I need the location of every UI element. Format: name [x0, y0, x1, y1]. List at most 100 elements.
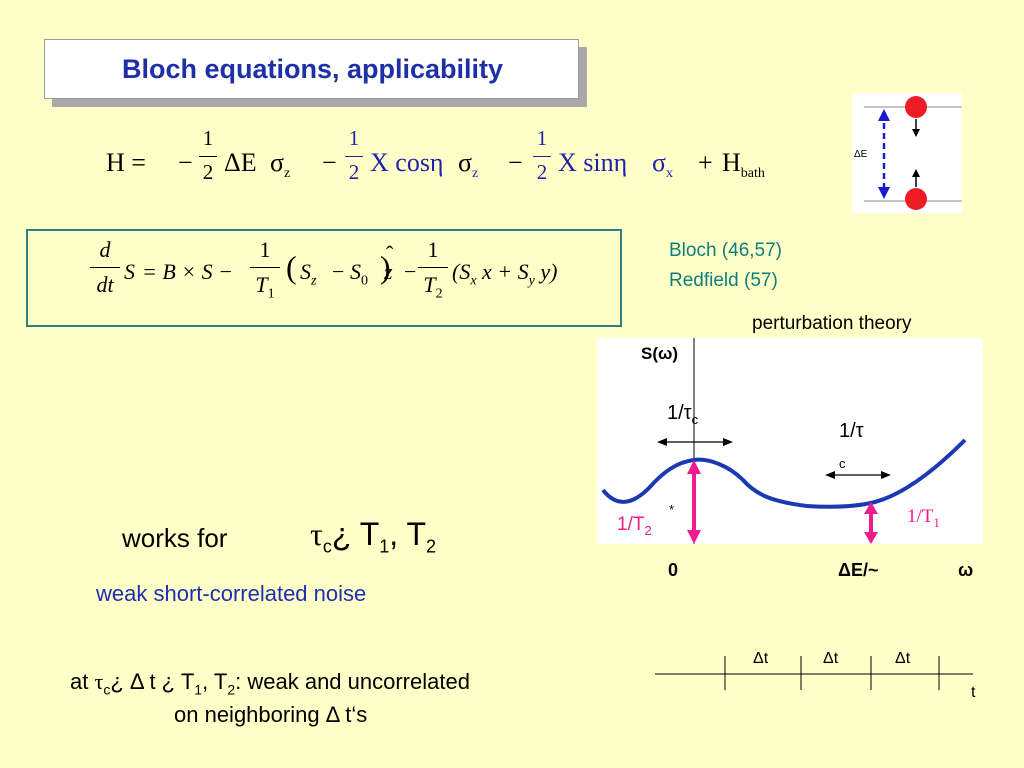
spectrum-curve [601, 438, 967, 509]
trans-start: (S [452, 259, 471, 284]
validity-condition: τc¿ T1, T2 [310, 516, 436, 557]
one-num: 1 [427, 237, 439, 262]
comma-text: , T [389, 516, 427, 552]
t2-symbol: T [423, 272, 436, 297]
eq-zhat: z [384, 259, 393, 284]
eq-text: = B × S − [142, 259, 233, 284]
width-arrow-left-head-icon [657, 438, 667, 446]
noise-description: weak short-correlated noise [96, 581, 367, 606]
d-over-dt: d dt [90, 237, 120, 298]
z-hat-accent: ˆ [386, 241, 394, 266]
width-left-label: 1/τc [667, 402, 698, 427]
levels-svg: ΔE [854, 96, 962, 210]
t2-arrow-down-icon [687, 530, 701, 544]
tau-symbol: τ [94, 669, 104, 694]
ham-delta-e: ΔE [224, 148, 257, 177]
ham-x-cos: X cosη [370, 148, 444, 177]
gap-label: ΔE [854, 149, 868, 160]
dt-label-3: Δt [895, 650, 911, 667]
slide-title: Bloch equations, applicability [121, 54, 504, 84]
hamiltonian-equation: H = − 1 2 ΔE σz − 1 2 X cosη σz − 1 2 X … [100, 126, 800, 206]
sub-1: 1 [379, 536, 390, 557]
t2-star: * [669, 502, 675, 517]
x-axis-omega: ω [958, 560, 974, 580]
one-over-t2: 1 T2 [418, 237, 448, 302]
ham-sigma-z: σz [270, 148, 290, 182]
x-tick-zero: 0 [668, 560, 679, 580]
bottom-line-1: at τc¿ Δ t ¿ T1, T2: weak and uncorrelat… [70, 669, 470, 697]
h-symbol: H [722, 148, 741, 177]
perturbation-theory-label: perturbation theory [752, 313, 912, 334]
ham-x-sin: X sinη [558, 148, 628, 177]
t1-sub: 1 [933, 514, 940, 530]
eq-minus: − [332, 259, 345, 284]
end-text: : weak and uncorrelated [235, 669, 470, 694]
lower-particle-icon [905, 188, 927, 210]
eq-sz: Sz [300, 259, 316, 289]
sub-1: 1 [267, 286, 275, 302]
spectrum-svg [601, 338, 967, 544]
t2-text: 1/T [617, 514, 645, 535]
spin-up-arrow-icon [912, 169, 920, 177]
width-left-sub: c [691, 412, 699, 427]
frac-num: 1 [202, 126, 214, 150]
works-for-label: works for [122, 523, 228, 553]
bloch-equation: d dt S = B × S − 1 T1 ( Sz − S0 ) ˆ z − … [28, 231, 624, 329]
eq-s0: S0 [350, 259, 368, 289]
sub-y: y [528, 273, 535, 289]
ham-sigma-x: σx [652, 148, 673, 182]
ham-plus: + [698, 148, 713, 177]
s0-symbol: S [350, 259, 361, 284]
frac-bar [345, 156, 363, 157]
sub-x: x [470, 273, 477, 289]
title-box: Bloch equations, applicability [44, 39, 579, 99]
eq-body1: = B × S − [142, 259, 233, 285]
t1-arrow-up-icon [864, 502, 878, 514]
frac-den: 2 [348, 160, 360, 184]
noise-spectrum-plot: S(ω) 1/τc 1/τ c 1/T2 * 1/T1 [597, 338, 983, 544]
d-num: d [99, 237, 111, 262]
sub-x: x [666, 166, 674, 182]
width-arrow-left-tail-icon [723, 438, 733, 446]
frac-bar [418, 267, 448, 268]
dt-label-1: Δt [753, 650, 769, 667]
paren-open: ( [286, 249, 297, 285]
trans-end: y) [540, 259, 558, 284]
timeline-diagram: Δt Δt Δt t [655, 646, 985, 706]
t1-text: 1/T [907, 506, 934, 527]
sub-2: 2 [426, 536, 437, 557]
sub-2: 2 [435, 286, 443, 302]
sub-1: 1 [194, 681, 203, 698]
tau-symbol: τ [310, 516, 323, 552]
timeline-svg [655, 656, 973, 690]
sub-2: 2 [227, 681, 236, 698]
t2-label: 1/T2 [617, 514, 652, 538]
upper-particle-icon [905, 96, 927, 118]
ham-sigma-z-2: σz [458, 148, 478, 182]
frac-bar [199, 156, 217, 157]
frac-bar [250, 267, 280, 268]
frac-bar [90, 267, 120, 268]
ham-minus-3: − [508, 148, 523, 177]
sub-c: c [103, 681, 111, 698]
sub-bath: bath [740, 166, 765, 182]
frac-num: 1 [536, 126, 548, 150]
ham-h-bath: Hbath [722, 148, 765, 182]
bloch-equation-box: d dt S = B × S − 1 T1 ( Sz − S0 ) ˆ z − … [26, 229, 622, 327]
one-over-t1: 1 T1 [250, 237, 280, 302]
reference-redfield: Redfield (57) [669, 270, 778, 291]
width-right-sub: c [839, 456, 846, 471]
width-arrow-right-head-icon [825, 471, 835, 479]
rel-text: ¿ T [331, 516, 380, 552]
t1-symbol: T [255, 272, 268, 297]
t2-sub: 2 [644, 522, 652, 538]
sub-z: z [284, 166, 291, 182]
sub-z: z [472, 166, 479, 182]
t-axis-label: t [971, 684, 976, 701]
frac-bar [533, 156, 551, 157]
gap-arrow-up-icon [878, 109, 890, 121]
x-tick-delta-e: ΔE/~ [838, 560, 879, 580]
sigma-symbol: σ [652, 148, 667, 177]
dt-den: dt [96, 272, 114, 297]
ham-minus-1: − [178, 148, 193, 177]
